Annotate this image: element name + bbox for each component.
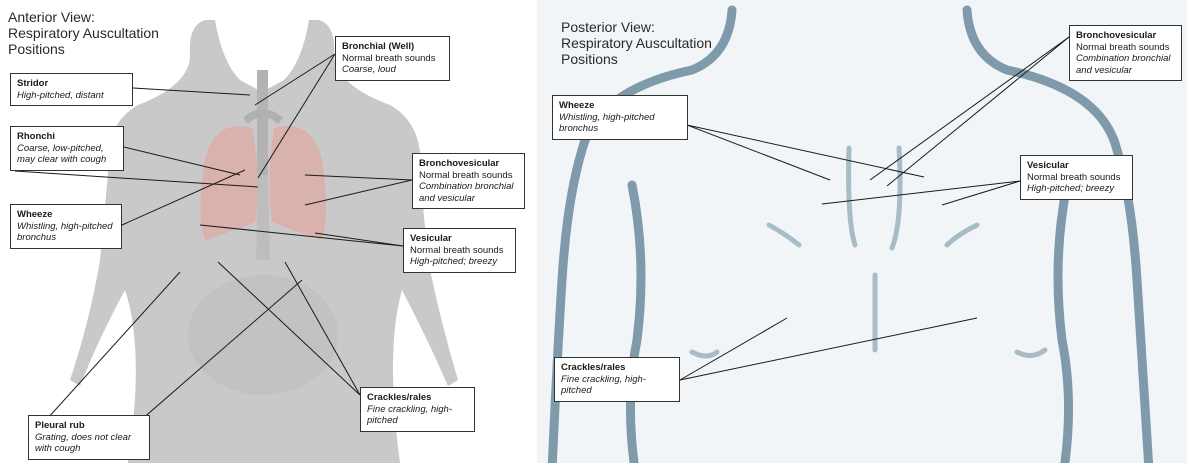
left-scapula-edge — [769, 225, 799, 245]
left-elbow-crease — [692, 352, 717, 356]
callout-description: High-pitched; breezy — [1027, 183, 1126, 195]
sternum-shape — [256, 175, 270, 260]
callout-description: Whistling, high-pitched bronchus — [559, 112, 681, 135]
callout-title: Crackles/rales — [367, 392, 468, 404]
anterior-view-panel: Anterior View: Respiratory Auscultation … — [0, 0, 532, 463]
callout-description: Fine crackling, high-pitched — [561, 374, 673, 397]
callout-title: Bronchovesicular — [419, 158, 518, 170]
posterior-anatomy-details — [692, 148, 1045, 356]
callout-subtitle: Normal breath sounds — [342, 53, 443, 65]
callout-title: Wheeze — [559, 100, 681, 112]
leader-post-vesicular-1 — [822, 181, 1020, 204]
anterior-title-line-2: Respiratory Auscultation — [8, 25, 159, 41]
right-torso-outline — [1058, 185, 1069, 463]
callout-bronchial: Bronchial (Well) Normal breath sounds Co… — [335, 36, 450, 81]
leader-post-vesicular-2 — [942, 181, 1020, 205]
callout-description: Combination bronchial and vesicular — [419, 181, 518, 204]
callout-title: Bronchovesicular — [1076, 30, 1175, 42]
callout-title: Crackles/rales — [561, 362, 673, 374]
callout-description: Fine crackling, high-pitched — [367, 404, 468, 427]
post-callout-bronchovesicular: Bronchovesicular Normal breath sounds Co… — [1069, 25, 1182, 81]
callout-subtitle: Normal breath sounds — [1076, 42, 1175, 54]
callout-title: Rhonchi — [17, 131, 117, 143]
right-elbow-crease — [1017, 350, 1045, 356]
leader-post-crackles-1 — [680, 318, 787, 380]
callout-rhonchi: Rhonchi Coarse, low-pitched, may clear w… — [10, 126, 124, 171]
posterior-title-line-3: Positions — [561, 51, 712, 67]
left-torso-outline — [630, 185, 641, 463]
callout-title: Bronchial (Well) — [342, 41, 443, 53]
callout-title: Stridor — [17, 78, 126, 90]
callout-bronchovesicular: Bronchovesicular Normal breath sounds Co… — [412, 153, 525, 209]
callout-title: Wheeze — [17, 209, 115, 221]
callout-vesicular: Vesicular Normal breath sounds High-pitc… — [403, 228, 516, 273]
callout-description: Coarse, low-pitched, may clear with coug… — [17, 143, 117, 166]
callout-subtitle: Normal breath sounds — [410, 245, 509, 257]
trachea-shape — [257, 70, 268, 175]
posterior-view-panel: Posterior View: Respiratory Auscultation… — [537, 0, 1187, 463]
callout-subtitle: Normal breath sounds — [419, 170, 518, 182]
callout-title: Vesicular — [1027, 160, 1126, 172]
callout-subtitle: Normal breath sounds — [1027, 172, 1126, 184]
right-scapula-edge — [947, 225, 977, 245]
callout-description: Grating, does not clear with cough — [35, 432, 143, 455]
left-scapula-outline — [849, 148, 855, 245]
posterior-title-line-1: Posterior View: — [561, 19, 712, 35]
anterior-title-line-1: Anterior View: — [8, 9, 159, 25]
callout-wheeze: Wheeze Whistling, high-pitched bronchus — [10, 204, 122, 249]
callout-crackles: Crackles/rales Fine crackling, high-pitc… — [360, 387, 475, 432]
post-callout-crackles: Crackles/rales Fine crackling, high-pitc… — [554, 357, 680, 402]
leader-post-wheeze-2 — [687, 125, 924, 177]
callout-description: High-pitched, distant — [17, 90, 126, 102]
posterior-view-title: Posterior View: Respiratory Auscultation… — [561, 19, 712, 67]
anterior-view-title: Anterior View: Respiratory Auscultation … — [8, 9, 159, 57]
posterior-title-line-2: Respiratory Auscultation — [561, 35, 712, 51]
callout-description: Whistling, high-pitched bronchus — [17, 221, 115, 244]
callout-stridor: Stridor High-pitched, distant — [10, 73, 133, 106]
post-callout-wheeze: Wheeze Whistling, high-pitched bronchus — [552, 95, 688, 140]
abdomen-shading — [188, 275, 338, 395]
callout-description: Combination bronchial and vesicular — [1076, 53, 1175, 76]
post-callout-vesicular: Vesicular Normal breath sounds High-pitc… — [1020, 155, 1133, 200]
callout-title: Vesicular — [410, 233, 509, 245]
callout-pleural-rub: Pleural rub Grating, does not clear with… — [28, 415, 150, 460]
leader-post-crackles-2 — [680, 318, 977, 380]
callout-description: Coarse, loud — [342, 64, 443, 76]
anterior-title-line-3: Positions — [8, 41, 159, 57]
callout-title: Pleural rub — [35, 420, 143, 432]
leader-post-wheeze-1 — [687, 125, 830, 180]
callout-description: High-pitched; breezy — [410, 256, 509, 268]
